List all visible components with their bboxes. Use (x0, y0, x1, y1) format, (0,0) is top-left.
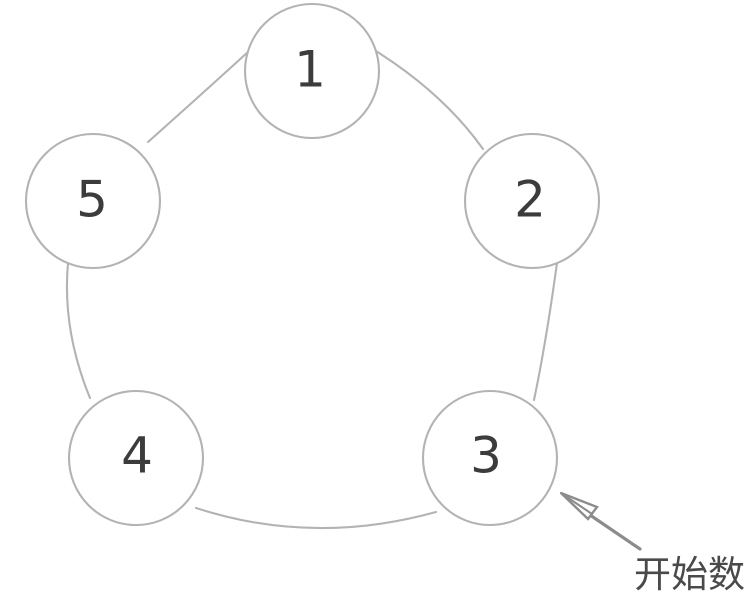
link-arc-3-to-4 (194, 506, 438, 530)
node-4-circle[interactable] (67, 389, 205, 527)
node-1[interactable]: 1 (243, 2, 381, 140)
node-1-circle[interactable] (243, 2, 381, 140)
link-arc-4-to-5 (65, 261, 92, 400)
link-group (65, 49, 559, 530)
annotation-arrow-shaft (588, 513, 642, 551)
link-arc-5-to-1 (146, 49, 251, 144)
node-5-circle[interactable] (24, 132, 162, 270)
node-1-label: 1 (294, 41, 326, 99)
annotation-label: 开始数 (634, 553, 745, 596)
node-3-circle[interactable] (421, 389, 559, 527)
link-arc-2-to-3 (532, 261, 559, 402)
node-5[interactable]: 5 (24, 132, 162, 270)
node-2-circle[interactable] (463, 132, 601, 270)
node-3-label: 3 (470, 427, 502, 485)
node-2-label: 2 (514, 171, 546, 229)
node-5-label: 5 (76, 171, 108, 229)
annotation-arrow-head-crease (559, 491, 594, 516)
annotation-arrow (559, 491, 642, 551)
node-4-label: 4 (121, 427, 153, 485)
node-3[interactable]: 3 (421, 389, 559, 527)
link-arc-1-to-2 (374, 49, 485, 151)
node-group: 1 2 3 4 5 (24, 2, 601, 527)
node-4[interactable]: 4 (67, 389, 205, 527)
node-2[interactable]: 2 (463, 132, 601, 270)
